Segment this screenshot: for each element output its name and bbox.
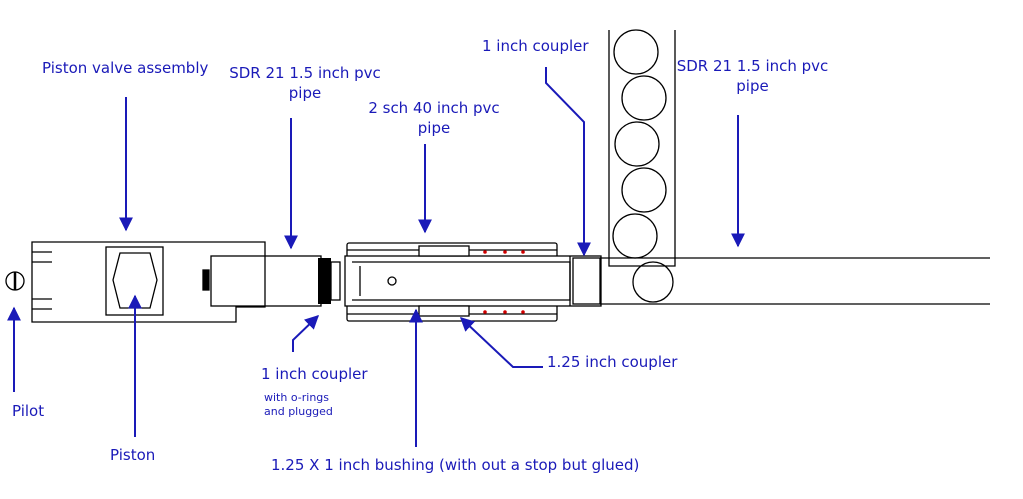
label-sdr21-left: SDR 21 1.5 inch pvc pipe [225, 63, 385, 103]
label-coupler-note: with o-rings and plugged [264, 391, 333, 419]
arrows [6, 67, 745, 447]
label-sdr21-right: SDR 21 1.5 inch pvc pipe [670, 56, 835, 96]
label-bushing: 1.25 X 1 inch bushing (with out a stop b… [271, 456, 640, 474]
label-sdr21-left-line2: pipe [288, 84, 322, 102]
sdr21-pipe-right [600, 257, 990, 305]
label-sch40-line2: pipe [417, 119, 451, 137]
glue-dots [483, 250, 525, 314]
label-sdr21-left-line1: SDR 21 1.5 inch pvc [229, 64, 381, 82]
label-coupler-top: 1 inch coupler [482, 37, 589, 55]
piston-valve-body [31, 241, 266, 323]
pilot-valve [5, 271, 25, 291]
arrow-coupler-125 [459, 317, 543, 368]
coupler-1-inch-plugged [318, 258, 341, 304]
label-sch40: 2 sch 40 inch pvc pipe [360, 98, 508, 138]
sdr21-pipe-left [210, 255, 322, 307]
label-pilot: Pilot [12, 402, 45, 420]
label-sdr21-right-line2: pipe [736, 77, 769, 95]
label-sdr21-right-line1: SDR 21 1.5 inch pvc [676, 57, 829, 75]
label-coupler-note-line1: with o-rings [264, 391, 330, 404]
label-coupler-bottom: 1 inch coupler [261, 365, 368, 383]
sch40-pipe-assembly [344, 242, 602, 322]
arrow-coupler-bottom [292, 315, 320, 352]
label-piston-valve-assembly: Piston valve assembly [42, 59, 209, 77]
label-piston: Piston [110, 446, 156, 464]
arrow-coupler-top [545, 67, 591, 257]
label-coupler-note-line2: and plugged [264, 405, 333, 418]
label-sch40-line1: 2 sch 40 inch pvc [368, 99, 500, 117]
coupler-1-inch-top [572, 257, 601, 305]
ball-magazine [608, 29, 676, 303]
label-coupler-125: 1.25 inch coupler [547, 353, 678, 371]
